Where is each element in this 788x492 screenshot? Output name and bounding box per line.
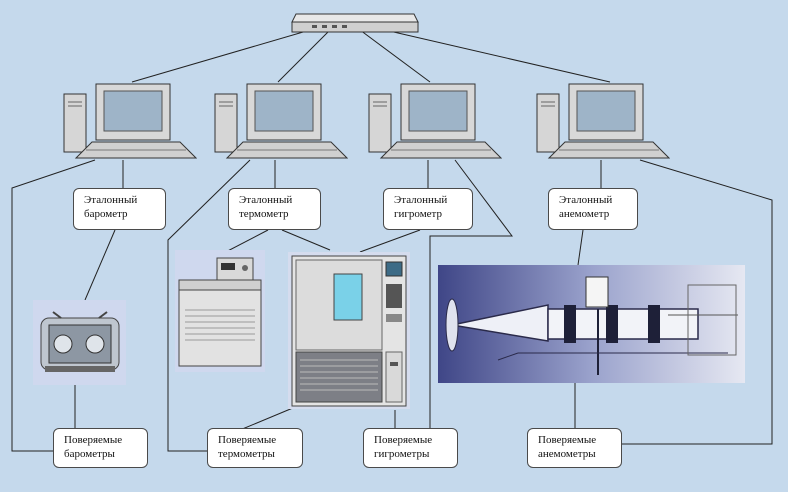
barometer-calibration-chamber-photo (33, 300, 126, 385)
link-refhygro-chamber (359, 229, 421, 253)
reference-barometer-line2: барометр (84, 208, 128, 220)
verified-thermometers-box: Поверяемые термометры (207, 428, 303, 468)
reference-thermometer-line1: Эталонный (239, 194, 293, 206)
link-chamber-vertherm (239, 404, 301, 431)
link-pc4-veranemo (620, 159, 773, 445)
link-hub-pc4 (384, 29, 611, 83)
verified-hygrometers-line1: Поверяемые (374, 434, 433, 446)
verified-anemometers-box: Поверяемые анемометры (527, 428, 622, 468)
climatic-chamber-photo (288, 252, 410, 409)
reference-anemometer-box: Эталонный анемометр (548, 188, 638, 230)
verified-thermometers-line1: Поверяемые (218, 434, 277, 446)
network-hub-icon (291, 13, 419, 33)
verified-anemometers-line1: Поверяемые (538, 434, 597, 446)
reference-thermometer-line2: термометр (239, 208, 289, 220)
reference-hygrometer-line1: Эталонный (394, 194, 448, 206)
computer-icon (214, 83, 348, 159)
link-refbaro-photo (84, 229, 116, 301)
link-reftherm-chamber (281, 229, 331, 251)
link-pc1-verbaro (11, 159, 96, 452)
thermostat-bath-photo (175, 250, 265, 372)
reference-barometer-box: Эталонный барометр (73, 188, 166, 230)
reference-anemometer-line1: Эталонный (559, 194, 613, 206)
computer-icon (63, 83, 197, 159)
link-hub-pc3 (359, 29, 431, 83)
link-hub-pc1 (131, 29, 311, 83)
verified-thermometers-line2: термометры (218, 448, 275, 460)
verified-barometers-line2: барометры (64, 448, 115, 460)
reference-thermometer-box: Эталонный термометр (228, 188, 321, 230)
reference-barometer-line1: Эталонный (84, 194, 138, 206)
verified-hygrometers-line2: гигрометры (374, 448, 430, 460)
wind-tunnel-photo (438, 265, 745, 383)
computer-icon (536, 83, 670, 159)
link-hub-pc2 (277, 29, 331, 83)
reference-hygrometer-line2: гигрометр (394, 208, 442, 220)
reference-anemometer-line2: анемометр (559, 208, 610, 220)
verified-anemometers-line2: анемометры (538, 448, 596, 460)
verified-barometers-box: Поверяемые барометры (53, 428, 148, 468)
verified-barometers-line1: Поверяемые (64, 434, 123, 446)
link-pc2-vertherm (167, 159, 251, 452)
link-refanemo-tunnel (577, 229, 584, 266)
verified-hygrometers-box: Поверяемые гигрометры (363, 428, 458, 468)
reference-hygrometer-box: Эталонный гигрометр (383, 188, 473, 230)
computer-icon (368, 83, 502, 159)
